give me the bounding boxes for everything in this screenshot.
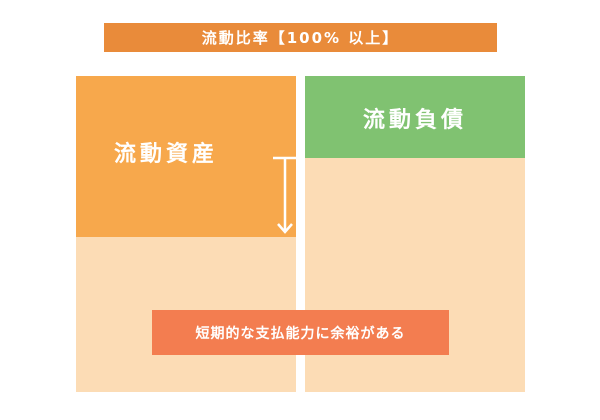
- current-liabilities-block: 流動負債: [305, 76, 525, 158]
- down-arrow-icon: [273, 156, 296, 234]
- current-assets-label: 流動資産: [113, 142, 218, 167]
- current-liabilities-label: 流動負債: [362, 108, 467, 133]
- conclusion-label: 短期的な支払能力に余裕がある: [152, 310, 449, 355]
- current-assets-block: 流動資産: [76, 76, 296, 237]
- diagram-title: 流動比率【100% 以上】: [104, 23, 497, 52]
